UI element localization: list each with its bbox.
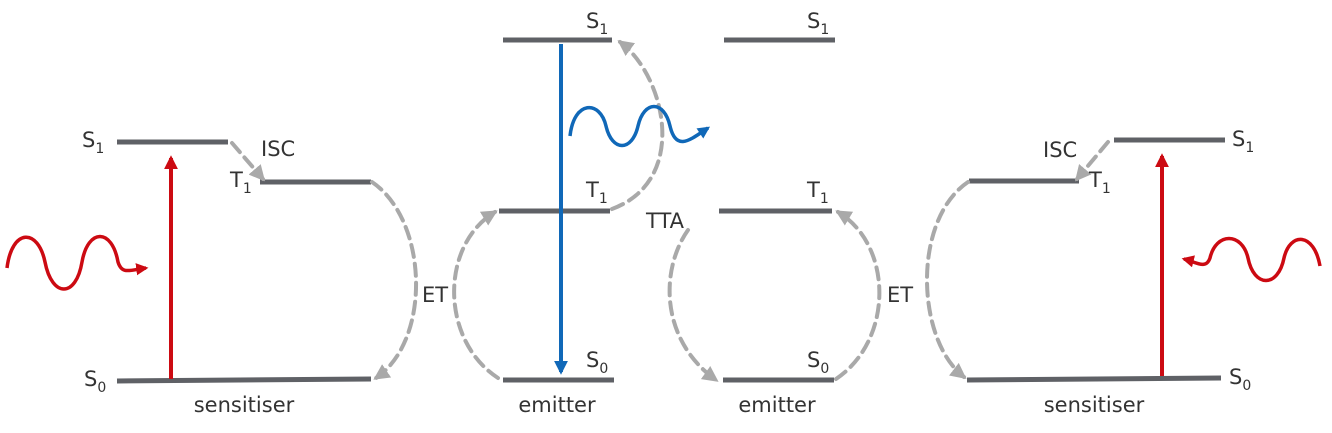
emitter-right-t1-label: T1 (806, 178, 829, 207)
et-left-emitter-arrow (452, 210, 500, 380)
tta-left-arrow (610, 40, 665, 211)
sensitiser-right-s1-label: S1 (1232, 127, 1254, 156)
emitter-left-t1-label: T1 (585, 178, 608, 207)
emitter-right-s1-label: S1 (807, 9, 829, 38)
isc-left-label: ISC (261, 137, 295, 161)
sensitiser-left-t1-label: T1 (229, 168, 252, 197)
et-left-sensitiser-arrow (370, 180, 418, 380)
isc-right-arrow (1074, 140, 1110, 182)
sensitiser-right-s0-level (966, 375, 1222, 383)
et-right-label: ET (887, 283, 913, 307)
emitter-right-s0-label: S0 (807, 348, 829, 377)
emitted-photon (568, 104, 711, 148)
sensitiser-right-caption: sensitiser (1044, 393, 1145, 417)
incoming-photon-left (5, 234, 149, 291)
sensitiser-left-s1-label: S1 (82, 128, 104, 157)
isc-right-label: ISC (1043, 138, 1077, 162)
emitter-left-s1-label: S1 (586, 9, 608, 38)
emitter-right-caption: emitter (738, 393, 816, 417)
emitter-left-s0-label: S0 (586, 348, 608, 377)
tta-right-arrow (667, 228, 719, 382)
tta-label: TTA (645, 209, 685, 233)
incoming-photon-right (1181, 236, 1322, 283)
isc-left-arrow (230, 141, 266, 182)
et-right-emitter-arrow (834, 210, 882, 381)
sensitiser-right-s0-label: S0 (1229, 365, 1251, 394)
et-left-label: ET (422, 283, 448, 307)
sensitiser-left-s0-level (116, 376, 372, 384)
sensitiser-right-t1-label: T1 (1088, 168, 1111, 197)
sensitiser-left-caption: sensitiser (194, 393, 295, 417)
et-right-sensitiser-arrow (925, 180, 970, 379)
emitter-left-caption: emitter (518, 393, 596, 417)
sensitiser-left-s0-label: S0 (84, 367, 106, 396)
